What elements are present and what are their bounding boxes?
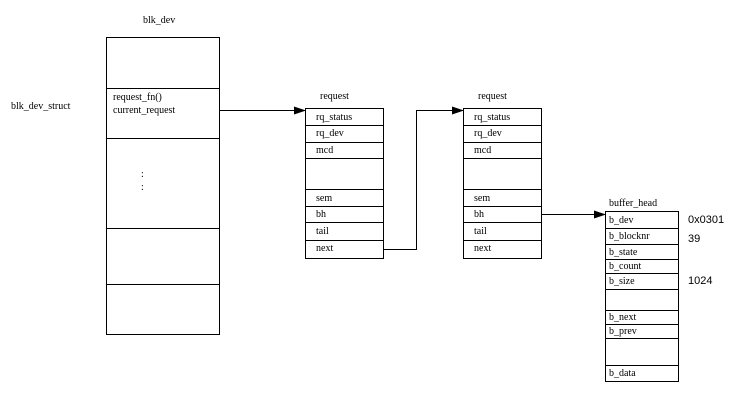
blk-dev-field-request-fn: request_fn(): [113, 92, 162, 103]
buffer-head-field-b-state: b_state: [609, 247, 638, 258]
request-1-title: request: [320, 91, 349, 102]
request-1-field-sem: sem: [316, 193, 333, 204]
request-2-field-sem: sem: [474, 193, 491, 204]
buffer-head-field-b-blocknr: b_blocknr: [609, 231, 650, 242]
request-2-field-tail: tail: [474, 226, 487, 237]
request-2-title: request: [478, 91, 507, 102]
request-1-field-bh: bh: [316, 209, 326, 220]
blk-dev-field-current-request: current_request: [113, 105, 176, 116]
request-1-box: [305, 108, 384, 259]
request-2-field-rq-status: rq_status: [474, 112, 511, 123]
blk-dev-ellipsis-1: :: [141, 169, 144, 180]
buffer-head-field-b-next: b_next: [609, 312, 637, 323]
request-2-field-bh: bh: [474, 209, 484, 220]
blk-dev-ellipsis-2: :: [141, 182, 144, 193]
request-2-field-mcd: mcd: [474, 145, 492, 156]
buffer-head-value-b-blocknr: 39: [688, 233, 701, 245]
request-2-field-next: next: [474, 243, 492, 254]
request-1-field-mcd: mcd: [316, 145, 334, 156]
blk-dev-title: blk_dev: [143, 15, 176, 26]
buffer-head-field-b-data: b_data: [609, 368, 636, 379]
request-1-field-rq-status: rq_status: [316, 112, 353, 123]
blk-dev-box: [106, 37, 220, 335]
buffer-head-title: buffer_head: [609, 198, 658, 209]
arrow-next-to-request-2: [383, 106, 464, 250]
blk-dev-struct-label: blk_dev_struct: [11, 101, 71, 112]
buffer-head-field-b-dev: b_dev: [609, 215, 634, 226]
buffer-head-box: [605, 211, 679, 382]
buffer-head-field-b-count: b_count: [609, 261, 642, 272]
buffer-head-field-b-prev: b_prev: [609, 326, 637, 337]
buffer-head-field-b-size: b_size: [609, 276, 635, 287]
request-2-box: [463, 108, 542, 259]
request-1-field-rq-dev: rq_dev: [316, 128, 344, 139]
buffer-head-value-b-dev: 0x0301: [688, 214, 725, 226]
request-1-field-tail: tail: [316, 226, 329, 237]
request-1-field-next: next: [316, 243, 334, 254]
buffer-head-value-b-size: 1024: [688, 275, 713, 287]
request-2-field-rq-dev: rq_dev: [474, 128, 502, 139]
